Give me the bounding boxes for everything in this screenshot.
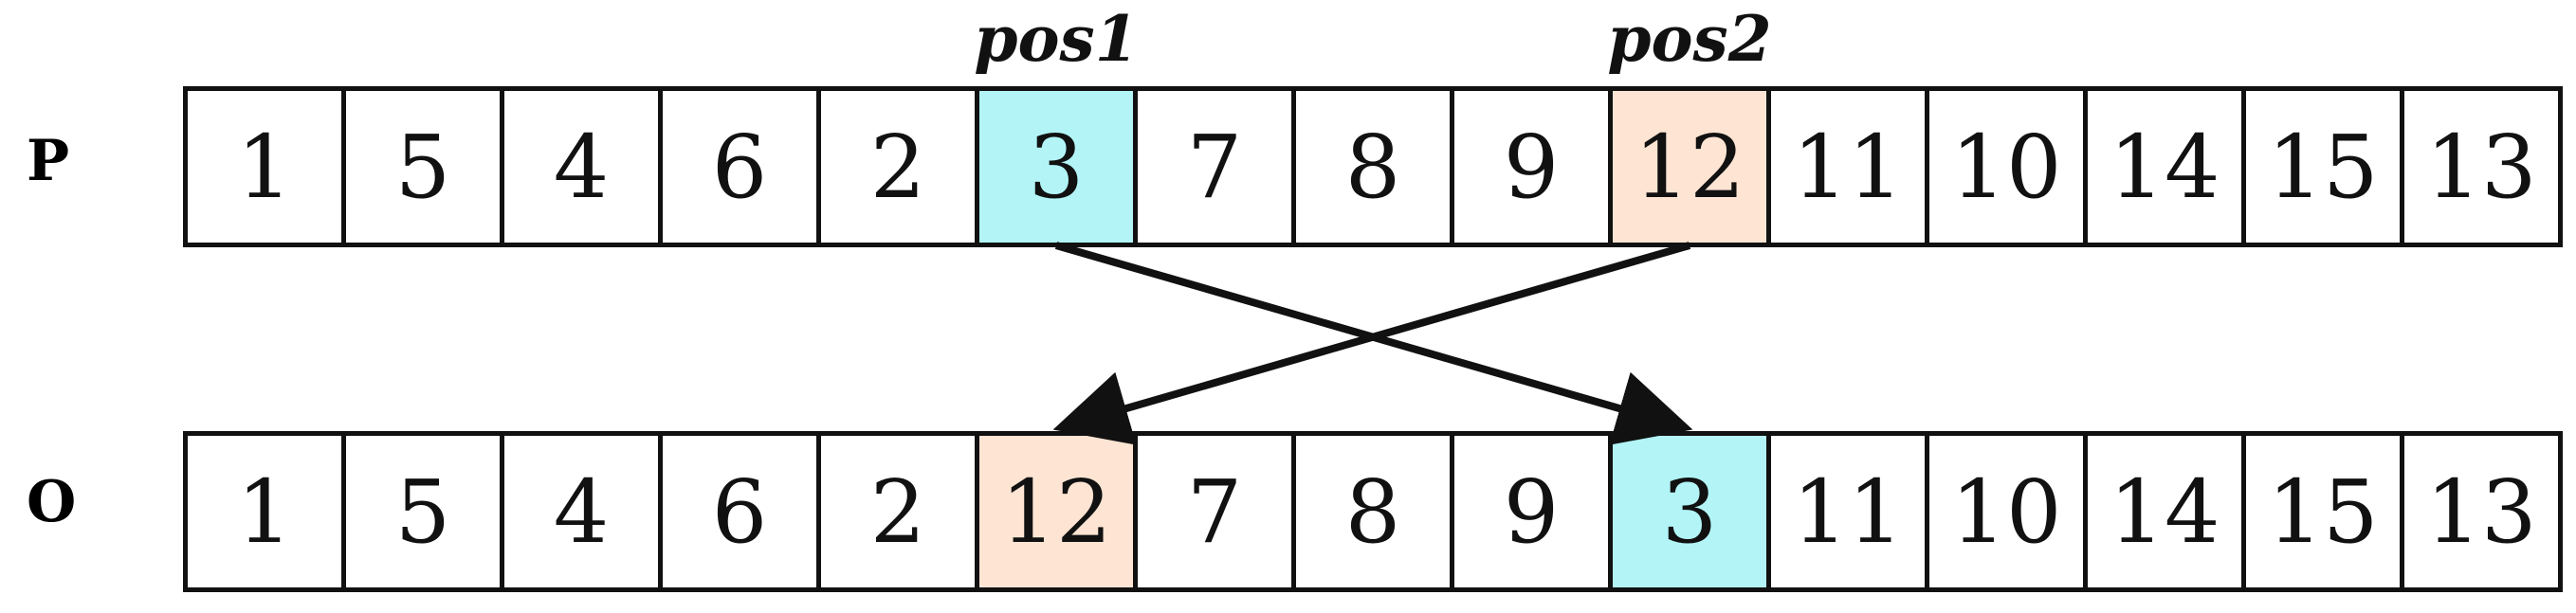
o-cell-7: 8 [1296,431,1454,592]
p-cell-7: 8 [1296,86,1454,247]
o-cell-10: 11 [1771,431,1929,592]
o-cell-1: 5 [346,431,504,592]
arrow-pos2-to-pos1 [1052,242,1691,445]
p-cell-11: 10 [1929,86,2088,247]
arrow-pos1-to-pos2 [1054,242,1693,445]
p-cell-4: 2 [821,86,979,247]
o-cell-4: 2 [821,431,979,592]
o-cell-8: 9 [1454,431,1613,592]
o-cell-2: 4 [504,431,663,592]
p-cell-3: 6 [663,86,821,247]
o-cell-13: 15 [2246,431,2404,592]
p-cell-10: 11 [1771,86,1929,247]
p-cell-0: 1 [188,86,346,247]
o-cell-3: 6 [663,431,821,592]
o-cell-0: 1 [188,431,346,592]
p-cell-8: 9 [1454,86,1613,247]
p-cell-12: 14 [2088,86,2246,247]
o-cell-5: 12 [979,431,1138,592]
o-cell-11: 10 [1929,431,2088,592]
o-cell-9: 3 [1613,431,1771,592]
pos2-label: pos2 [1607,2,1772,76]
p-cell-1: 5 [346,86,504,247]
o-cell-14: 13 [2404,431,2563,592]
o-cell-12: 14 [2088,431,2246,592]
p-cell-13: 15 [2246,86,2404,247]
p-cell-14: 13 [2404,86,2563,247]
row-label-p: P [27,128,70,194]
p-cell-6: 7 [1138,86,1296,247]
o-cell-6: 7 [1138,431,1296,592]
p-cell-5: 3 [979,86,1138,247]
p-cell-9: 12 [1613,86,1771,247]
row-label-o: O [27,469,77,535]
p-cell-2: 4 [504,86,663,247]
pos1-label: pos1 [974,2,1139,76]
